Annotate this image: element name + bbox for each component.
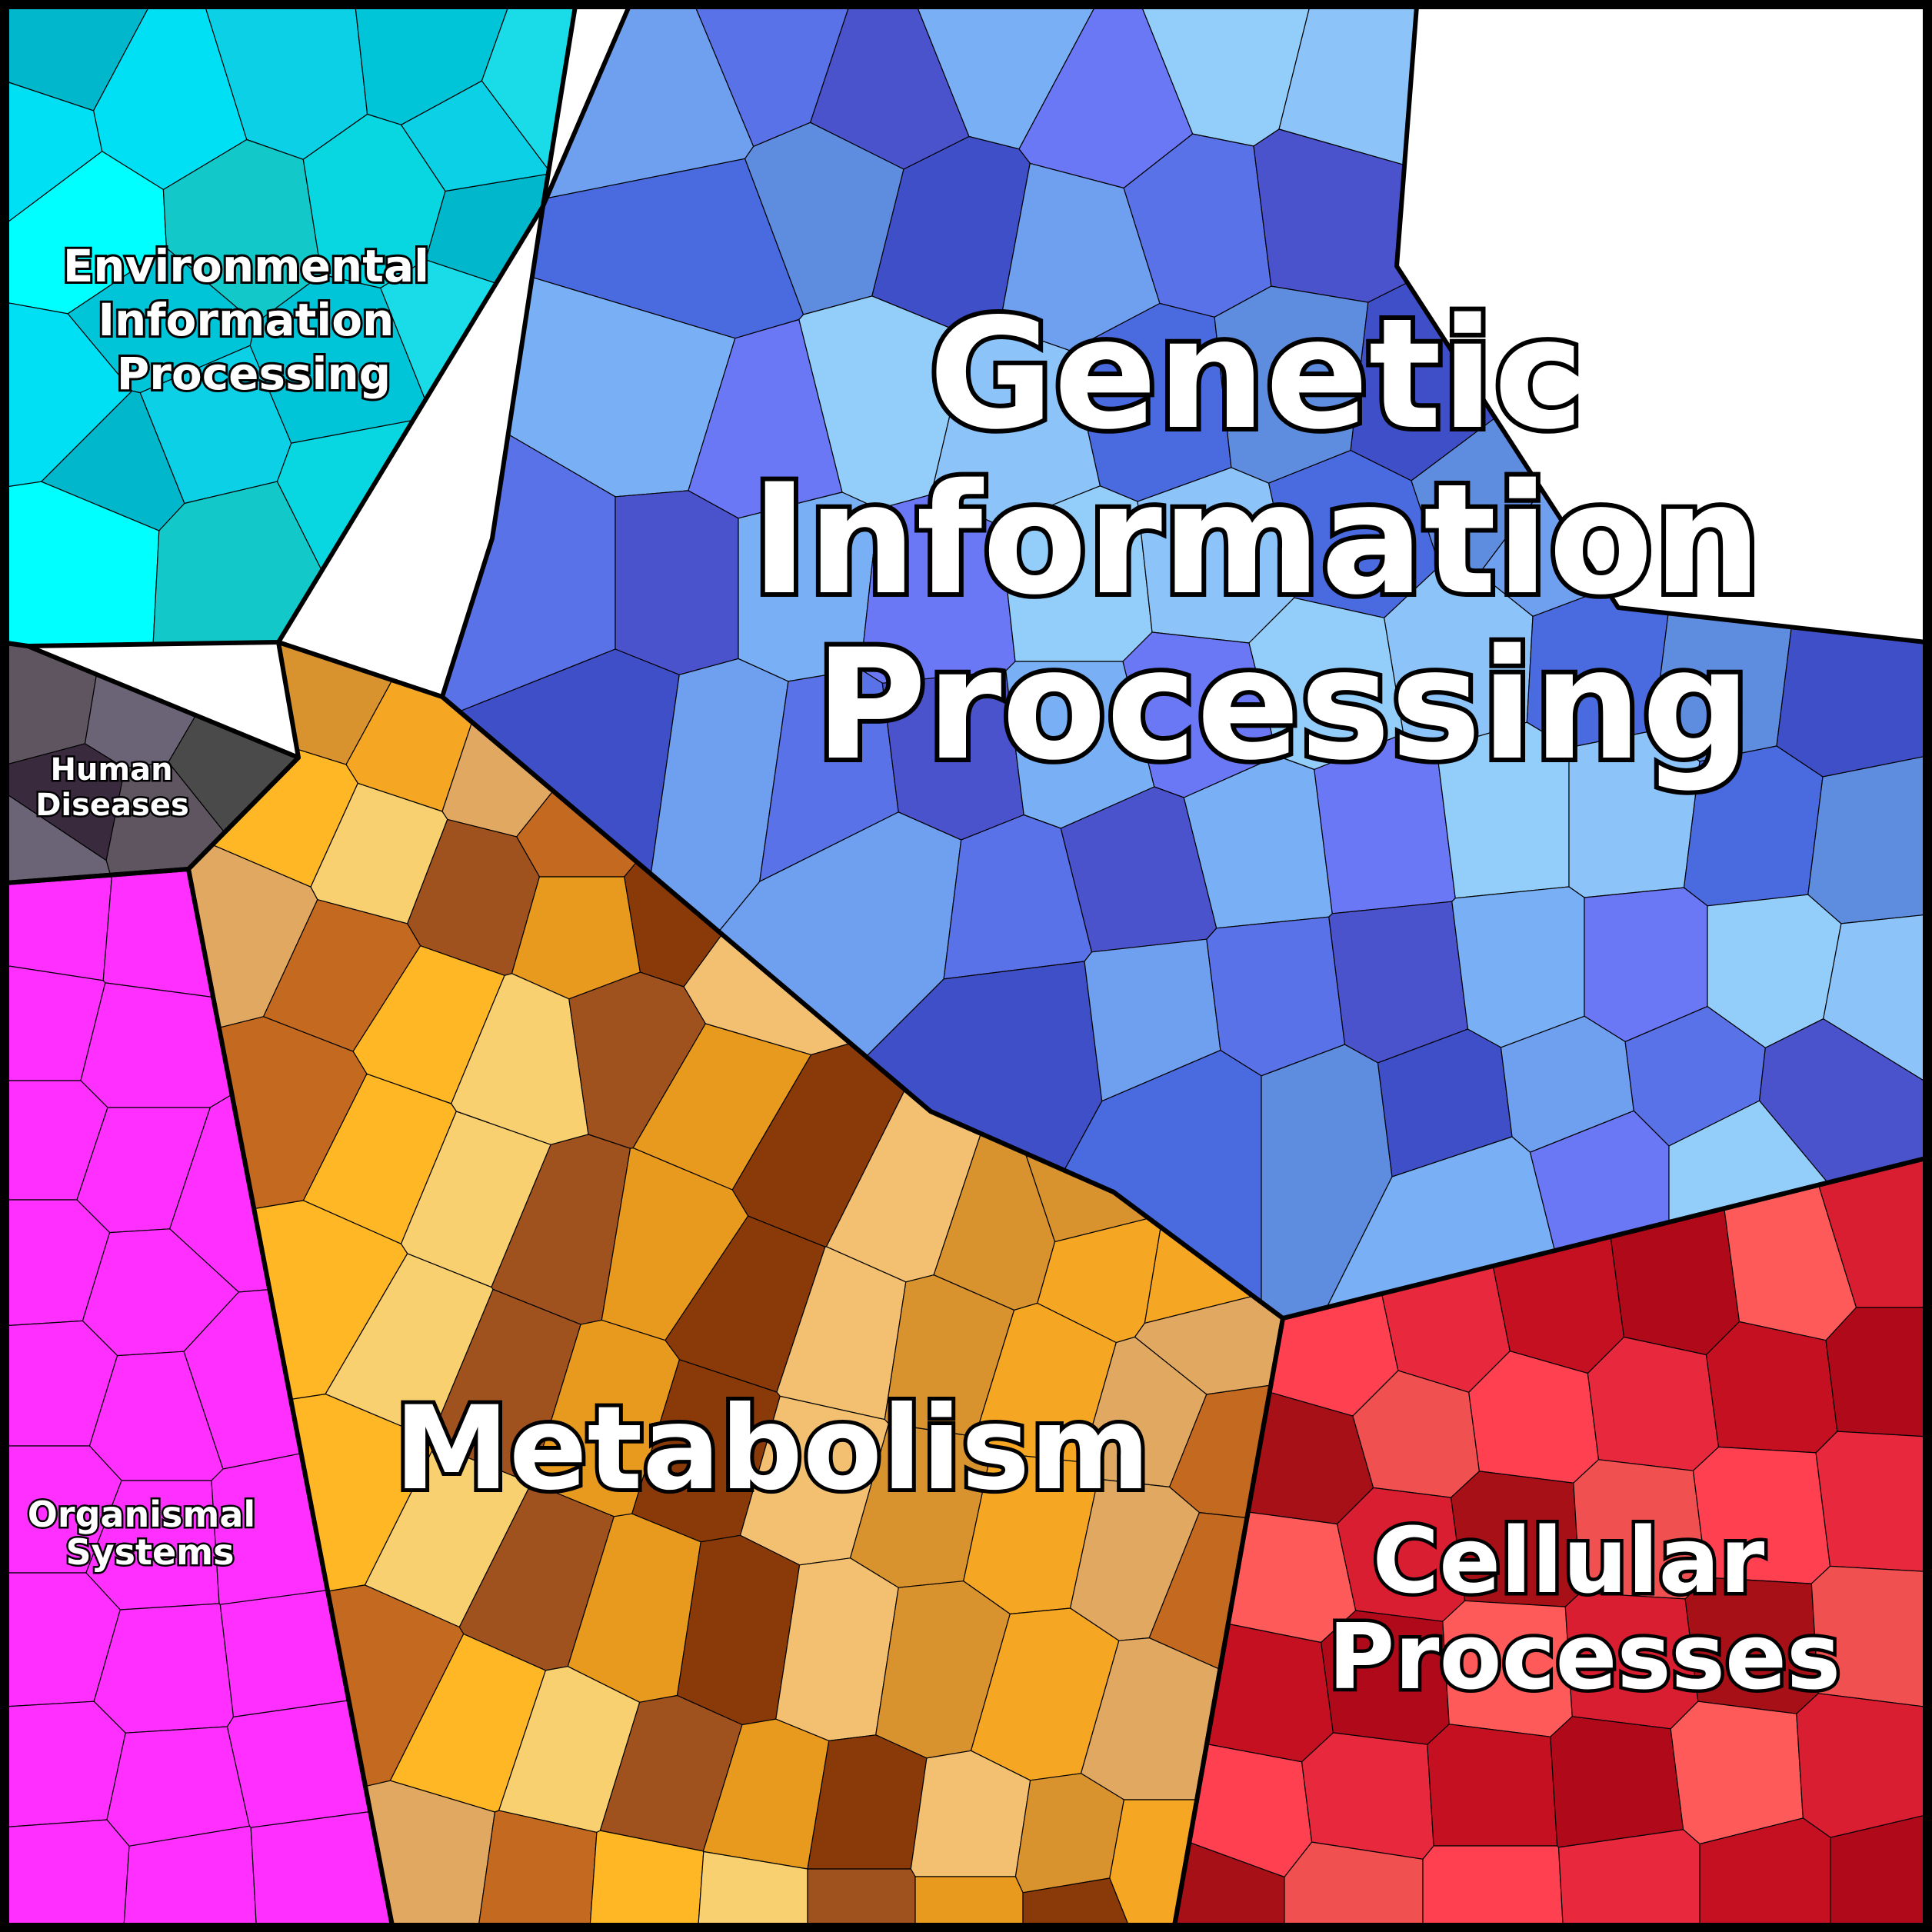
- label-organismal: Organismal Systems: [28, 1494, 268, 1573]
- organismal-cell: [106, 1726, 250, 1847]
- metabolism-cell: [914, 1876, 1024, 1927]
- organismal-cell: [5, 874, 113, 981]
- label-human: Human Diseases: [35, 752, 189, 823]
- genetic-cell: [1807, 755, 1927, 924]
- label-environmental: Environmental Information Processing: [63, 240, 445, 400]
- cellular-cell: [1670, 1700, 1804, 1845]
- cellular-cell: [1427, 1724, 1558, 1847]
- cellular-cell: [1550, 1716, 1684, 1848]
- label-genetic: Genetic Information Processing: [751, 285, 1815, 794]
- organismal-cell: [226, 1700, 371, 1828]
- cellular-cell: [1815, 1431, 1927, 1572]
- cell-layer: [5, 5, 1927, 1927]
- cellular-cell: [1301, 1732, 1434, 1860]
- environmental-cell: [67, 247, 256, 394]
- cellular-cell: [1557, 1829, 1700, 1927]
- label-metabolism: Metabolism: [395, 1382, 1151, 1516]
- organismal-cell: [250, 1810, 393, 1927]
- environmental-cell: [41, 390, 185, 531]
- cellular-cell: [1422, 1845, 1564, 1927]
- label-cellular: Cellular Processes: [1328, 1507, 1840, 1710]
- genetic-cell: [615, 490, 739, 675]
- cellular-cell: [1705, 1321, 1838, 1454]
- cellular-cell: [1587, 1336, 1720, 1471]
- metabolism-cell: [1014, 1773, 1125, 1894]
- genetic-cell: [1776, 626, 1927, 778]
- cellular-cell: [1825, 1307, 1927, 1437]
- metabolism-cell: [807, 1868, 916, 1927]
- cellular-cell: [1796, 1693, 1927, 1838]
- organismal-cell: [80, 982, 233, 1108]
- organismal-cell: [5, 1819, 130, 1927]
- organismal-cell: [5, 1700, 126, 1828]
